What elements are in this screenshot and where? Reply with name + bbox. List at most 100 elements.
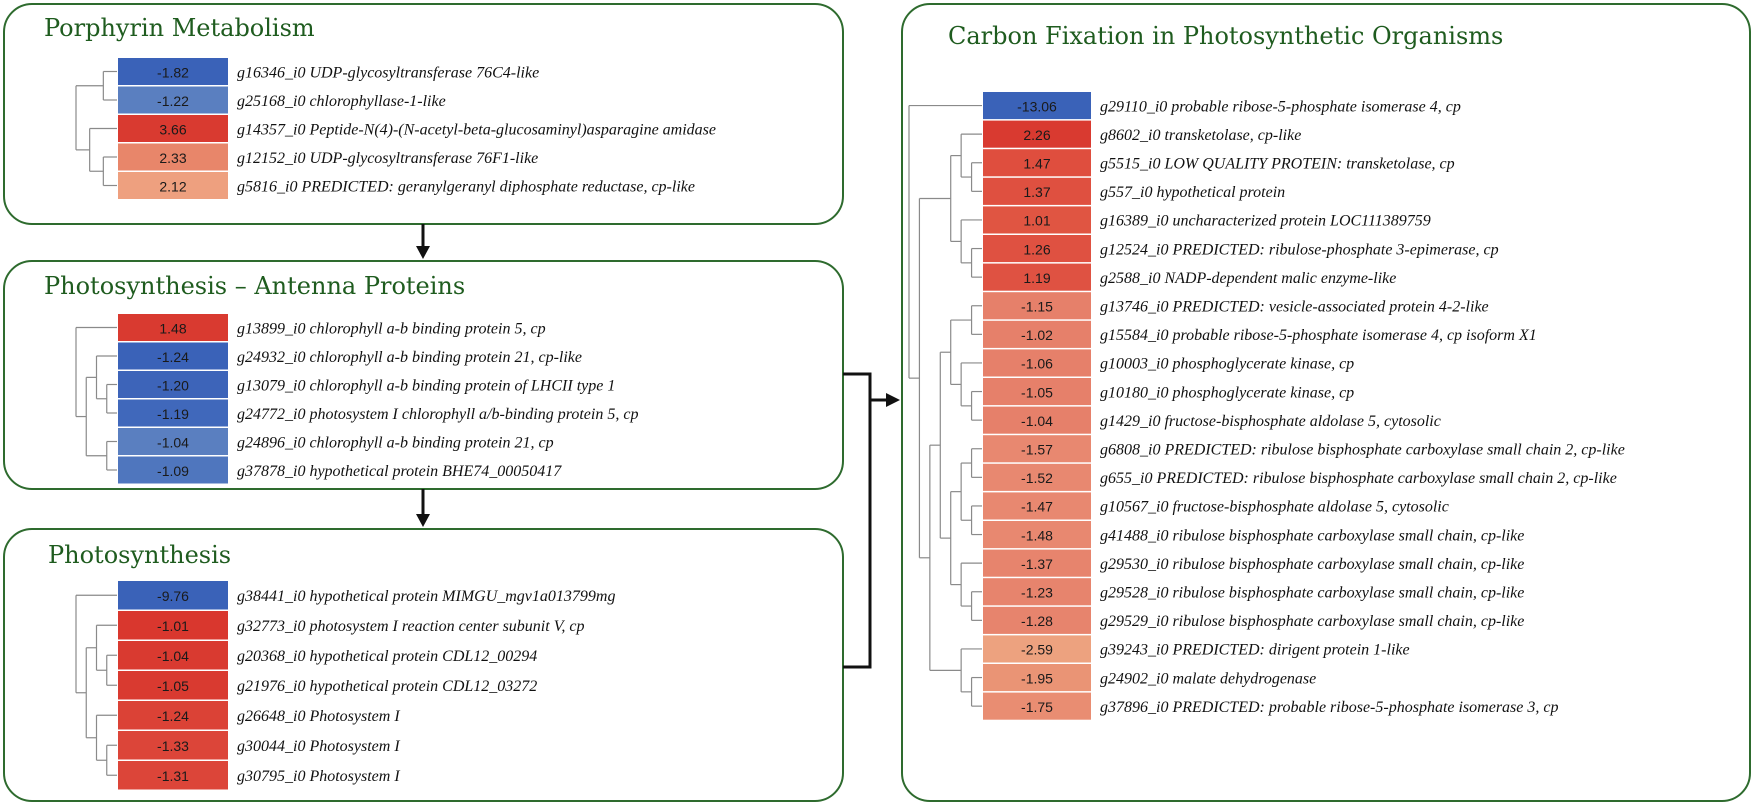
gene-label: g16346_i0 UDP-glycosyltransferase 76C4-l… bbox=[237, 64, 539, 81]
heatmap-cell bbox=[118, 58, 228, 85]
heatmap-cell bbox=[118, 761, 228, 790]
gene-label: g1429_i0 fructose-bisphosphate aldolase … bbox=[1100, 413, 1441, 430]
gene-label: g24932_i0 chlorophyll a-b binding protei… bbox=[237, 349, 582, 366]
heatmap-cell bbox=[118, 456, 228, 484]
gene-label: g2588_i0 NADP-dependent malic enzyme-lik… bbox=[1100, 270, 1396, 287]
heatmap-cell-value: -1.52 bbox=[1021, 470, 1053, 486]
heatmap-row: -1.52 g655_i0 PREDICTED: ribulose bisphos… bbox=[983, 463, 1617, 491]
heatmap-cell-value: -1.24 bbox=[157, 708, 189, 724]
arrowhead-to-carbon-fixation-icon bbox=[886, 393, 900, 407]
gene-label: g29110_i0 probable ribose-5-phosphate is… bbox=[1100, 98, 1461, 115]
gene-label: g10180_i0 phosphoglycerate kinase, cp bbox=[1100, 384, 1354, 401]
gene-label: g10003_i0 phosphoglycerate kinase, cp bbox=[1100, 356, 1354, 373]
heatmap-cell-value: -1.31 bbox=[157, 768, 189, 784]
gene-label: g30044_i0 Photosystem I bbox=[237, 738, 400, 755]
gene-label: g26648_i0 Photosystem I bbox=[237, 708, 400, 725]
heatmap-cell bbox=[118, 115, 228, 142]
heatmap-cell bbox=[118, 172, 228, 199]
heatmap-row: -2.59 g39243_i0 PREDICTED: dirigent prote… bbox=[983, 635, 1410, 663]
heatmap-cell-value: -1.06 bbox=[1021, 356, 1053, 372]
heatmap-row: -1.23 g29528_i0 ribulose bisphosphate car… bbox=[983, 578, 1524, 606]
gene-label: g30795_i0 Photosystem I bbox=[237, 768, 400, 785]
heatmap-cell-value: 2.12 bbox=[159, 178, 186, 194]
gene-label: g20368_i0 hypothetical protein CDL12_002… bbox=[237, 648, 537, 665]
heatmap-cell-value: -1.02 bbox=[1021, 327, 1053, 343]
gene-label: g32773_i0 photosystem I reaction center … bbox=[237, 618, 585, 635]
gene-label: g6808_i0 PREDICTED: ribulose bisphosphat… bbox=[1100, 442, 1625, 459]
gene-label: g16389_i0 uncharacterized protein LOC111… bbox=[1100, 213, 1431, 230]
heatmap-cell bbox=[983, 492, 1091, 520]
gene-label: g13079_i0 chlorophyll a-b binding protei… bbox=[237, 377, 615, 394]
heatmap-cell-value: -1.75 bbox=[1021, 699, 1053, 715]
panel-photosynthesis-title: Photosynthesis bbox=[48, 541, 231, 569]
heatmap-cell bbox=[983, 320, 1091, 348]
heatmap-row: -1.75 g37896_i0 PREDICTED: probable ribos… bbox=[983, 692, 1558, 720]
heatmap-cell bbox=[983, 92, 1091, 120]
gene-label: g15584_i0 probable ribose-5-phosphate is… bbox=[1100, 327, 1537, 344]
gene-label: g37896_i0 PREDICTED: probable ribose-5-p… bbox=[1100, 699, 1558, 716]
heatmap-cell bbox=[983, 149, 1091, 177]
heatmap-cell bbox=[983, 635, 1091, 663]
heatmap-cell bbox=[983, 606, 1091, 634]
heatmap-cell-value: -1.19 bbox=[157, 406, 189, 422]
heatmap-cell-value: 1.48 bbox=[159, 320, 186, 336]
heatmap-cell-value: -1.05 bbox=[1021, 384, 1053, 400]
gene-label: g5515_i0 LOW QUALITY PROTEIN: transketol… bbox=[1100, 156, 1455, 173]
heatmap-cell bbox=[118, 641, 228, 670]
arrowhead-porphyrin-to-antenna-icon bbox=[416, 246, 430, 259]
gene-label: g29528_i0 ribulose bisphosphate carboxyl… bbox=[1100, 585, 1524, 602]
heatmap-cell-value: -1.95 bbox=[1021, 670, 1053, 686]
panel-carbon: Carbon Fixation in Photosynthetic Organi… bbox=[901, 3, 1751, 802]
heatmap-row: 1.47 g5515_i0 LOW QUALITY PROTEIN: transk… bbox=[983, 149, 1455, 177]
heatmap-cell bbox=[118, 671, 228, 700]
heatmap-cell-value: -13.06 bbox=[1017, 98, 1057, 114]
heatmap-row: -1.24 g26648_i0 Photosystem I bbox=[118, 701, 400, 730]
heatmap-cell bbox=[983, 292, 1091, 320]
heatmap-cell bbox=[118, 611, 228, 640]
heatmap-cell bbox=[118, 371, 228, 398]
heatmap-cell bbox=[983, 463, 1091, 491]
gene-label: g557_i0 hypothetical protein bbox=[1100, 184, 1285, 201]
heatmap-cell-value: -2.59 bbox=[1021, 642, 1053, 658]
gene-label: g10567_i0 fructose-bisphosphate aldolase… bbox=[1100, 499, 1449, 516]
gene-label: g5816_i0 PREDICTED: geranylgeranyl dipho… bbox=[237, 178, 695, 195]
heatmap-cell bbox=[983, 435, 1091, 463]
panel-porphyrin-dendrogram bbox=[75, 70, 117, 187]
heatmap-cell bbox=[983, 263, 1091, 291]
heatmap-cell-value: 1.37 bbox=[1023, 184, 1050, 200]
heatmap-cell-value: -1.33 bbox=[157, 738, 189, 754]
gene-label: g655_i0 PREDICTED: ribulose bisphosphate… bbox=[1100, 470, 1617, 487]
heatmap-row: -1.06 g10003_i0 phosphoglycerate kinase, … bbox=[983, 349, 1354, 377]
gene-label: g14357_i0 Peptide-N(4)-(N-acetyl-beta-gl… bbox=[237, 121, 716, 138]
panel-porphyrin-rows: -1.82 g16346_i0 UDP-glycosyltransferase 7… bbox=[118, 58, 716, 199]
heatmap-row: -1.82 g16346_i0 UDP-glycosyltransferase 7… bbox=[118, 58, 539, 85]
heatmap-cell-value: -1.22 bbox=[157, 93, 189, 109]
heatmap-cell-value: -1.04 bbox=[1021, 413, 1053, 429]
heatmap-cell-value: 1.47 bbox=[1023, 156, 1050, 172]
heatmap-cell-value: -1.23 bbox=[1021, 585, 1053, 601]
panel-antenna-title: Photosynthesis – Antenna Proteins bbox=[44, 272, 465, 300]
gene-label: g24902_i0 malate dehydrogenase bbox=[1100, 670, 1316, 687]
heatmap-row: 2.12 g5816_i0 PREDICTED: geranylgeranyl d… bbox=[118, 172, 695, 199]
gene-label: g29530_i0 ribulose bisphosphate carboxyl… bbox=[1100, 556, 1524, 573]
heatmap-cell-value: 2.33 bbox=[159, 150, 186, 166]
panel-antenna-dendrogram bbox=[75, 326, 117, 471]
heatmap-cell-value: -1.15 bbox=[1021, 299, 1053, 315]
heatmap-cell-value: -1.82 bbox=[157, 64, 189, 80]
gene-label: g39243_i0 PREDICTED: dirigent protein 1-… bbox=[1100, 642, 1410, 659]
